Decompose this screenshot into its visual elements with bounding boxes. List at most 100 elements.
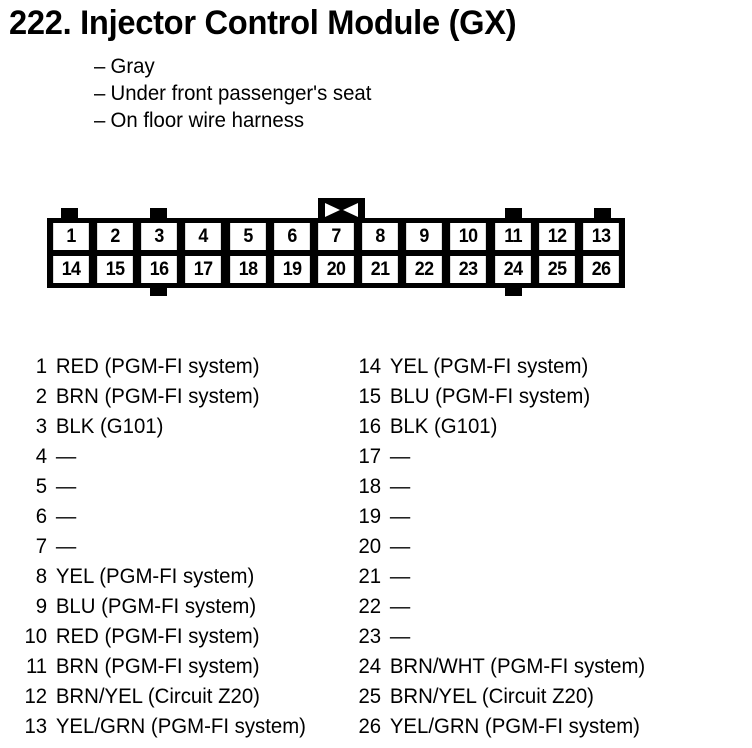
pin-description: YEL (PGM-FI system) — [389, 355, 589, 378]
pin-description: BLU (PGM-FI system) — [55, 595, 257, 618]
pin-description: YEL (PGM-FI system) — [55, 565, 255, 588]
pin-cell-7: 7 — [318, 223, 354, 250]
pin-cell-4: 4 — [185, 223, 222, 250]
pin-legend-row: 25 BRN/YEL (Circuit Z20) — [352, 682, 721, 712]
pin-legend-row: 26 YEL/GRN (PGM-FI system) — [352, 712, 721, 742]
pin-legend-row: 18 — — [352, 472, 721, 502]
pin-legend-row: 14 YEL (PGM-FI system) — [352, 352, 721, 382]
pin-number: 23 — [358, 625, 382, 648]
pin-description: — — [55, 535, 77, 558]
pin-description: BRN (PGM-FI system) — [55, 385, 260, 408]
pin-number: 20 — [358, 535, 382, 558]
pin-legend-row: 1 RED (PGM-FI system) — [18, 352, 348, 382]
pin-cell-20: 20 — [318, 256, 354, 283]
keying-tab-pin-16 — [149, 285, 167, 296]
note-item: – Gray — [94, 53, 579, 80]
bowtie-right-triangle-icon — [343, 203, 358, 217]
pin-description: — — [389, 475, 411, 498]
pin-cell-1: 1 — [53, 223, 89, 250]
pin-cell-26: 26 — [582, 256, 619, 283]
dash-bullet-icon: – — [94, 55, 106, 78]
note-text: On floor wire harness — [110, 109, 305, 132]
pin-cell-9: 9 — [406, 223, 443, 250]
pin-description: — — [55, 505, 77, 528]
pin-description: — — [389, 625, 411, 648]
pin-number: 25 — [358, 685, 382, 708]
pin-cell-2: 2 — [97, 223, 134, 250]
pin-cell-11: 11 — [494, 223, 531, 250]
pin-number: 7 — [35, 535, 48, 558]
page-title: 222. Injector Control Module (GX) — [9, 4, 517, 42]
pin-number: 13 — [24, 715, 48, 738]
pin-legend-row: 23 — — [352, 622, 721, 652]
pin-description: — — [55, 445, 77, 468]
pin-number: 10 — [24, 625, 48, 648]
pin-number: 2 — [35, 385, 48, 408]
pin-description: RED (PGM-FI system) — [55, 355, 260, 378]
pin-legend-row: 20— — [352, 532, 721, 562]
pin-legend-row: 4— — [18, 442, 348, 472]
pin-description: — — [55, 475, 77, 498]
pin-legend-row: 6— — [18, 502, 348, 532]
keying-tab-pin-3 — [149, 208, 167, 219]
note-text: Gray — [110, 55, 155, 78]
pin-number: 8 — [35, 565, 48, 588]
pin-description: — — [389, 505, 411, 528]
pin-legend-left-column: 1 RED (PGM-FI system) 2 BRN (PGM-FI system)… — [18, 352, 358, 742]
note-text: Under front passenger's seat — [110, 82, 372, 105]
pin-description: BLU (PGM-FI system) — [389, 385, 591, 408]
pin-description: BLK (G101) — [389, 415, 498, 438]
pin-description: BRN/YEL (Circuit Z20) — [389, 685, 594, 708]
pin-legend-row: 2 BRN (PGM-FI system) — [18, 382, 348, 412]
pin-cell-3: 3 — [141, 223, 178, 250]
note-item: – On floor wire harness — [94, 107, 579, 134]
pin-number: 19 — [358, 505, 382, 528]
pin-number: 9 — [35, 595, 48, 618]
pin-number: 18 — [358, 475, 382, 498]
pin-cell-19: 19 — [273, 256, 310, 283]
pin-description: — — [389, 595, 411, 618]
pin-cell-18: 18 — [229, 256, 266, 283]
pin-number: 24 — [358, 655, 382, 678]
pin-number: 17 — [358, 445, 382, 468]
pin-number: 1 — [35, 355, 48, 378]
pin-cell-15: 15 — [97, 256, 134, 283]
pin-cell-12: 12 — [538, 223, 575, 250]
pin-cell-25: 25 — [538, 256, 575, 283]
pin-cell-10: 10 — [450, 223, 487, 250]
pin-legend-row: 15 BLU (PGM-FI system) — [352, 382, 721, 412]
pin-number: 22 — [358, 595, 382, 618]
pin-number: 26 — [358, 715, 382, 738]
pin-cell-21: 21 — [362, 256, 399, 283]
pin-cell-24: 24 — [494, 256, 531, 283]
dash-bullet-icon: – — [94, 109, 106, 132]
pin-legend-row: 21— — [352, 562, 721, 592]
pin-description: BLK (G101) — [55, 415, 164, 438]
pin-legend-row: 19 — — [352, 502, 721, 532]
pin-legend-right-column: 14 YEL (PGM-FI system) 15 BLU (PGM-FI syste… — [352, 352, 732, 742]
pin-legend-row: 8 YEL (PGM-FI system) — [18, 562, 348, 592]
bowtie-latch-icon — [325, 203, 358, 217]
pin-number: 21 — [358, 565, 382, 588]
pin-cell-23: 23 — [450, 256, 487, 283]
pin-description: YEL/GRN (PGM-FI system) — [389, 715, 640, 738]
pin-number: 14 — [358, 355, 382, 378]
pin-cell-17: 17 — [185, 256, 222, 283]
pin-number: 15 — [358, 385, 382, 408]
pin-cell-6: 6 — [273, 223, 310, 250]
pin-legend-row: 7— — [18, 532, 348, 562]
keying-tab-pin-11 — [505, 208, 523, 219]
keying-tab-pin-24 — [505, 285, 523, 296]
pin-cell-13: 13 — [582, 223, 619, 250]
pin-legend-row: 22 — — [352, 592, 721, 622]
pin-description: BRN/YEL (Circuit Z20) — [55, 685, 260, 708]
pin-cell-8: 8 — [362, 223, 399, 250]
keying-tab-pin-13 — [594, 208, 612, 219]
